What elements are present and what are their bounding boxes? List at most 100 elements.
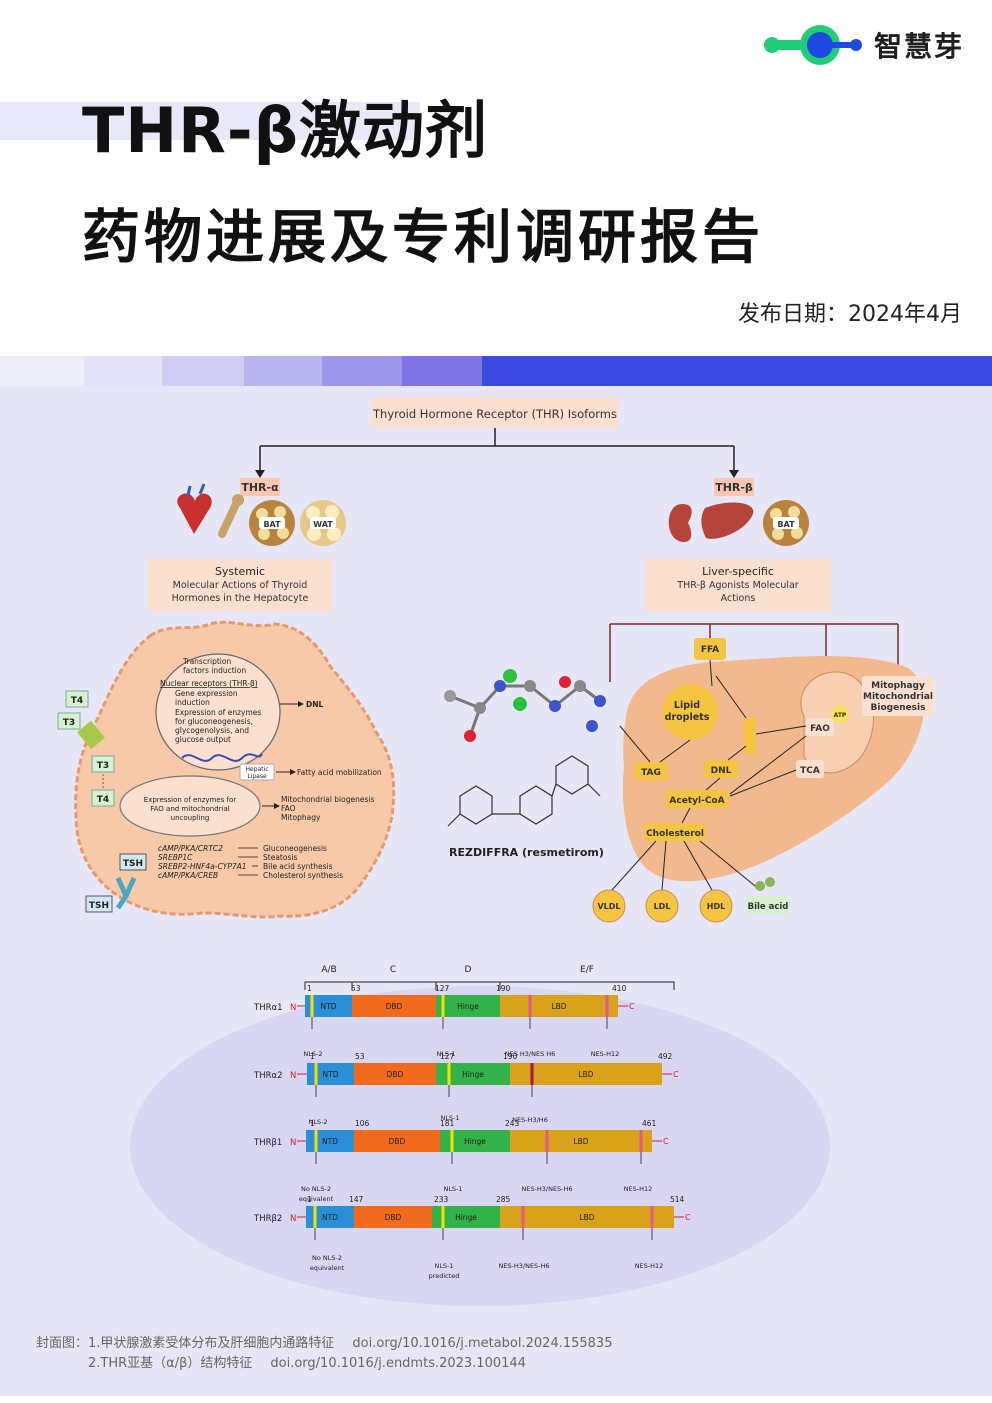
tsh-badge-inner [119,853,147,871]
residue-number: 127 [435,984,450,993]
bile-acid-node [746,896,790,914]
vldl-node [592,889,626,923]
chol-label: Cholesterol [646,829,704,839]
cell-expr4: glucose output [175,735,231,744]
signal-label: equivalent [299,1195,334,1203]
signal-label: NLS-2 [303,1050,322,1058]
residue-number: 106 [355,1119,370,1128]
signal-mark [528,995,532,1017]
residue-number: 127 [440,1052,455,1061]
dnl-node [704,760,738,778]
hinge-segment [436,1063,510,1085]
liver-specific-box [645,559,831,611]
cell-out4: Cholesterol synthesis [263,871,343,880]
cell-gene1: Gene expression [175,689,238,698]
n-terminus: N [290,1138,296,1148]
transporter-icon [77,720,105,750]
signal-mark [521,1206,525,1228]
cell-mito-e2: FAO and mitochondrial [150,805,230,813]
cell-path4: cAMP/PKA/CREB [158,871,218,880]
signal-mark [314,1130,318,1152]
ntd-segment [306,1206,354,1228]
lbd-segment [500,1206,674,1228]
c-terminus: C [685,1213,691,1222]
lipid-label-1: Lipid [674,700,700,711]
molecule-3d-icon [449,684,601,737]
hinge-label: Hinge [464,1137,486,1146]
brand-logo: 智慧芽 [760,24,964,66]
hdl-node [699,889,733,923]
region-brackets [304,981,675,990]
n-terminus: N [290,1214,296,1224]
signal-label: predicted [429,1272,460,1280]
wat-label: WAT [313,520,333,529]
dbd-label: DBD [387,1070,404,1079]
signal-mark [447,1063,451,1085]
liver-organ-icon [701,502,754,539]
lbd-label: LBD [578,1070,593,1079]
ntd-segment [307,1063,354,1085]
dbd-segment [354,1063,436,1085]
tsh-label-inner: TSH [123,859,143,869]
cell-path3: SREBP2-HNF4a-CYP7A1 [158,862,247,871]
c-terminus: C [629,1002,635,1011]
signal-mark [650,1206,654,1228]
liver-line-1: Liver-specific [702,565,774,578]
lbd-label: LBD [579,1213,594,1222]
acetyl-label: Acetyl-CoA [669,796,724,806]
residue-number: 461 [642,1119,657,1128]
ffa-label: FFA [701,645,719,655]
region-c: C [390,965,396,975]
cell-nuclear: Nuclear receptors (THR-β) [160,679,258,688]
vldl-label: VLDL [597,902,620,911]
hinge-segment [440,1130,510,1152]
dbd-label: DBD [385,1213,402,1222]
footnote-label: 封面图： [36,1336,89,1351]
ntd-segment [306,1130,354,1152]
mito-label-2: Mitochondrial [863,692,933,702]
isoform-name: THRβ2 [253,1214,282,1224]
fao-node [806,718,834,736]
footnote-ref-2: 2.THR亚基（α/β）结构特征 [88,1356,253,1371]
residue-number: 181 [440,1119,455,1128]
cell-mito-o1: Mitochondrial biogenesis [281,795,374,804]
systemic-line-1: Systemic [215,565,265,578]
thr-b-badge [714,478,754,496]
residue-number: 1 [307,1195,312,1204]
atp-icon [831,705,849,723]
kidney-icon [668,504,692,542]
isoform-name: THRβ1 [253,1138,282,1148]
signal-label: NES-H3/H6 [512,1116,548,1124]
residue-number: 1 [310,1052,315,1061]
acetyl-coa-node [666,790,728,808]
residue-number: 147 [349,1195,364,1204]
ntd-label: NTD [323,1070,339,1079]
cholesterol-node [644,823,706,841]
cell-gene2: induction [175,698,210,707]
cell-mito-o3: Mitophagy [281,813,321,822]
signal-label: equivalent [310,1264,345,1272]
liver-arrows [611,659,807,891]
n-terminus: N [290,1071,296,1081]
publish-date: 发布日期：2024年4月 [738,302,962,327]
dbd-label: DBD [386,1002,403,1011]
t3-label-inner: T3 [97,761,109,771]
signal-label: NLS-2 [308,1118,327,1126]
residue-number: 190 [503,1052,518,1061]
title-underline-band [0,102,420,140]
signal-mark [605,995,609,1017]
signal-mark [314,1063,318,1085]
hinge-label: Hinge [462,1070,484,1079]
tree-connector [259,428,735,472]
bat-fat-icon: BAT [249,500,295,546]
cell-factors: factors induction [183,666,246,675]
thr-b-label: THR-β [715,481,753,494]
ldl-label: LDL [654,902,671,911]
cell-hepatic2: Lipase [247,773,267,780]
signal-label: NES-H3/NES-H6 [521,1185,572,1193]
cell-fatty: Fatty acid mobilization [297,768,382,777]
residue-number: 53 [355,1052,365,1061]
residue-number: 514 [670,1195,685,1204]
hepatocyte-cell [74,620,396,919]
